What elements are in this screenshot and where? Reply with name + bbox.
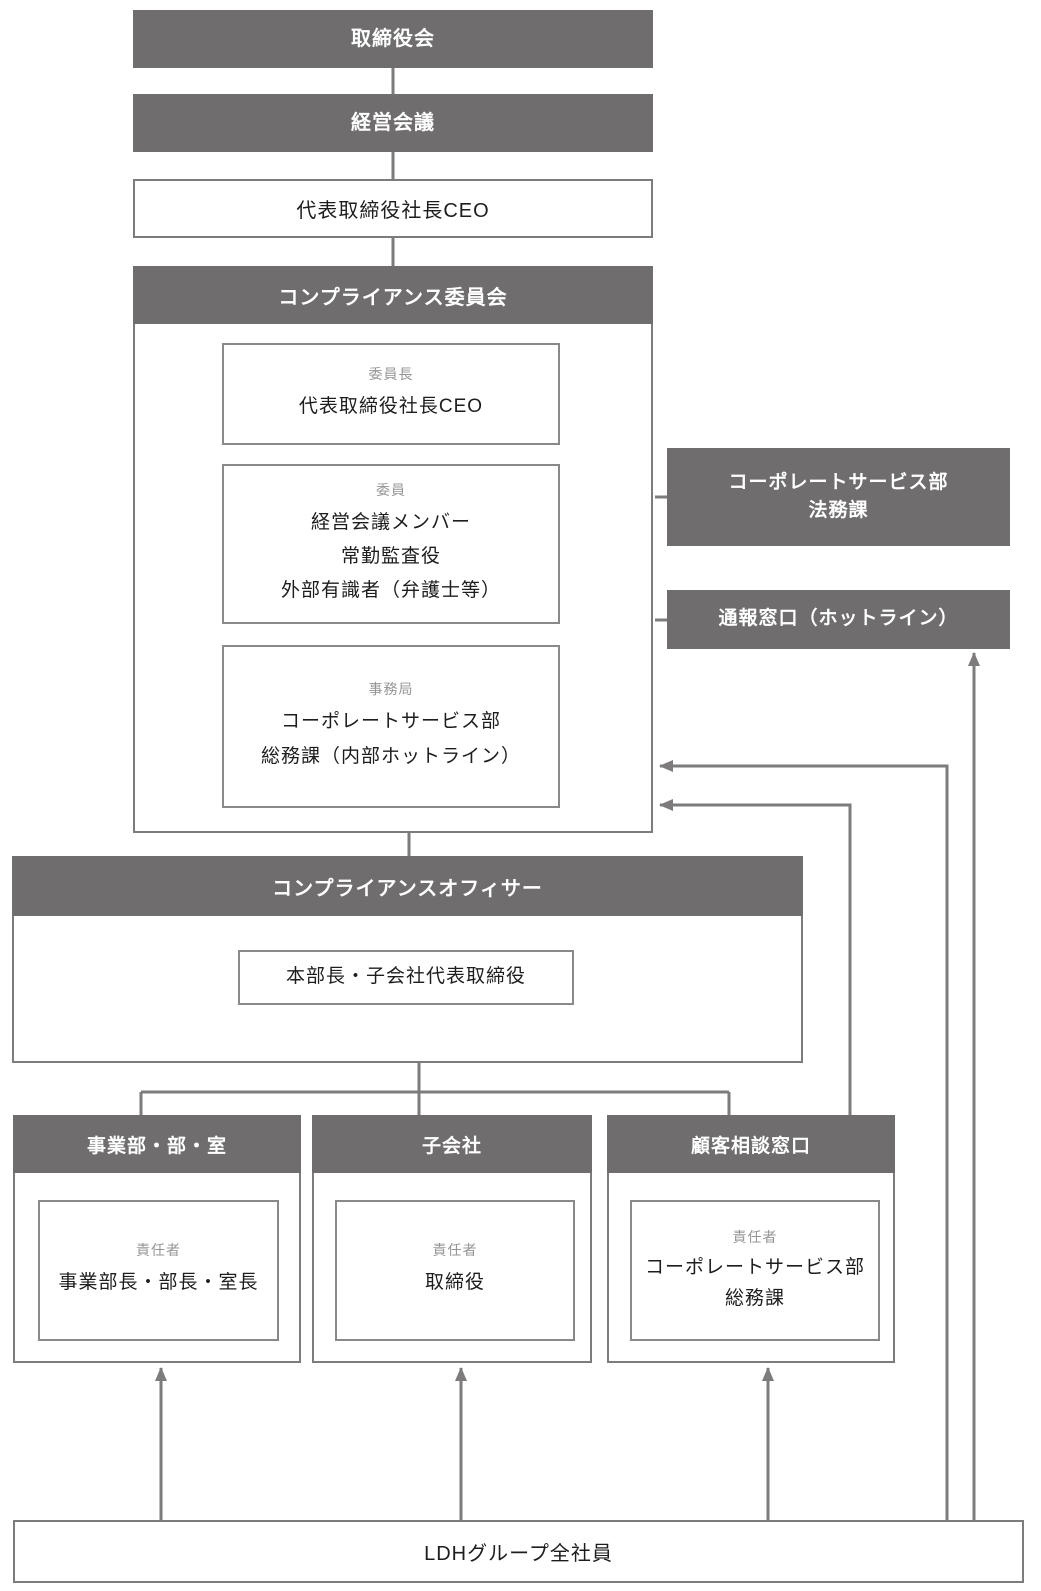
committee-members-box: 委員 経営会議メンバー 常勤監査役 外部有識者（弁護士等） — [222, 464, 560, 624]
committee-members-line: 経営会議メンバー — [310, 511, 471, 533]
division-subsidiaries-title: 子会社 — [421, 1135, 482, 1157]
officer-member-label: 本部長・子会社代表取締役 — [285, 966, 526, 988]
committee-secretariat-line: コーポレートサービス部 — [280, 711, 501, 733]
board-of-directors-box: 取締役会 — [133, 10, 653, 68]
management-meeting-box: 経営会議 — [133, 94, 653, 152]
hotline-box: 通報窓口（ホットライン） — [667, 590, 1010, 649]
committee-chair-role-label: 委員長 — [368, 365, 414, 382]
ceo-label: 代表取締役社長CEO — [296, 200, 490, 222]
all-employees-box: LDHグループ全社員 — [13, 1520, 1024, 1583]
division-customer-desk-manager-box: 責任者 コーポレートサービス部 総務課 — [630, 1200, 880, 1341]
committee-members-role-label: 委員 — [376, 481, 406, 498]
compliance-committee-header: コンプライアンス委員会 — [133, 266, 653, 324]
officer-member-box: 本部長・子会社代表取締役 — [238, 950, 574, 1005]
legal-section-line: 法務課 — [808, 500, 869, 521]
compliance-officer-title: コンプライアンスオフィサー — [272, 877, 543, 900]
committee-secretariat-role-label: 事務局 — [368, 681, 414, 698]
compliance-committee-title: コンプライアンス委員会 — [278, 286, 508, 309]
manager-line: 総務課 — [724, 1287, 785, 1309]
hotline-label: 通報窓口（ホットライン） — [718, 608, 959, 630]
division-departments-header: 事業部・部・室 — [13, 1115, 301, 1173]
division-departments-title: 事業部・部・室 — [86, 1135, 227, 1157]
management-meeting-label: 経営会議 — [351, 112, 435, 134]
committee-members-line: 外部有識者（弁護士等） — [280, 580, 501, 602]
ceo-box: 代表取締役社長CEO — [133, 179, 653, 238]
manager-line: コーポレートサービス部 — [644, 1257, 865, 1279]
legal-section-box: コーポレートサービス部 法務課 — [667, 448, 1010, 546]
division-subsidiaries-manager-box: 責任者 取締役 — [335, 1200, 575, 1341]
all-employees-label: LDHグループ全社員 — [424, 1543, 613, 1565]
division-customer-desk-title: 顧客相談窓口 — [690, 1135, 811, 1157]
committee-secretariat-line: 総務課（内部ホットライン） — [260, 745, 521, 767]
manager-role-label: 責任者 — [432, 1242, 478, 1259]
board-of-directors-label: 取締役会 — [351, 28, 435, 50]
manager-role-label: 責任者 — [136, 1242, 181, 1259]
manager-line: 事業部長・部長・室長 — [58, 1272, 259, 1294]
division-subsidiaries-header: 子会社 — [312, 1115, 592, 1173]
committee-chair-box: 委員長 代表取締役社長CEO — [222, 343, 560, 445]
division-customer-desk-header: 顧客相談窓口 — [607, 1115, 895, 1173]
legal-section-line: コーポレートサービス部 — [728, 471, 949, 493]
compliance-officer-header: コンプライアンスオフィサー — [12, 856, 803, 916]
division-departments-manager-box: 責任者 事業部長・部長・室長 — [38, 1200, 279, 1341]
committee-secretariat-box: 事務局 コーポレートサービス部 総務課（内部ホットライン） — [222, 645, 560, 808]
manager-role-label: 責任者 — [732, 1229, 778, 1246]
committee-members-line: 常勤監査役 — [340, 545, 441, 567]
committee-chair-name: 代表取締役社長CEO — [298, 395, 484, 417]
manager-line: 取締役 — [424, 1272, 485, 1294]
